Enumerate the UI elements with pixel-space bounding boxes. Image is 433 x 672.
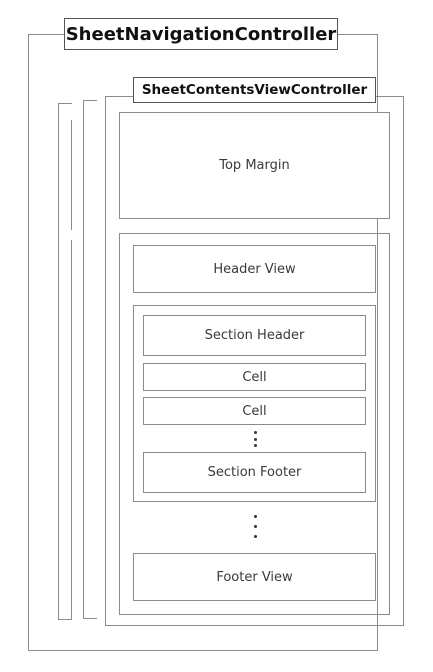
cell-label: Cell xyxy=(242,369,267,385)
header-view-label: Header View xyxy=(213,261,296,277)
outer-bracket-top xyxy=(58,103,72,104)
top-margin-label: Top Margin xyxy=(219,158,290,173)
middle-bracket-bottom xyxy=(83,618,97,619)
table-view-frame xyxy=(119,233,390,615)
header-view-box: Header View xyxy=(133,245,376,293)
footer-view-box: Footer View xyxy=(133,553,376,601)
top-margin-box: Top Margin xyxy=(119,112,390,219)
section-footer-box: Section Footer xyxy=(143,452,366,493)
inner-bracket-gap xyxy=(70,230,74,240)
section-header-label: Section Header xyxy=(204,328,305,343)
cell-box: Cell xyxy=(143,397,366,425)
more-cells-ellipsis-icon xyxy=(252,431,258,447)
sheet-navigation-controller-label: SheetNavigationController xyxy=(64,18,338,50)
inner-bracket-line xyxy=(71,120,72,619)
cell-label: Cell xyxy=(242,403,267,419)
section-footer-label: Section Footer xyxy=(207,465,302,480)
middle-bracket-top xyxy=(83,100,97,101)
more-sections-ellipsis-icon xyxy=(252,515,258,538)
footer-view-label: Footer View xyxy=(216,569,293,585)
outer-bracket-line xyxy=(58,103,59,620)
sheet-contents-view-controller-label: SheetContentsViewController xyxy=(133,77,376,103)
outer-bracket-bottom xyxy=(58,619,72,620)
middle-bracket-line xyxy=(83,100,84,619)
section-frame xyxy=(133,305,376,502)
cell-box: Cell xyxy=(143,363,366,391)
section-header-box: Section Header xyxy=(143,315,366,356)
